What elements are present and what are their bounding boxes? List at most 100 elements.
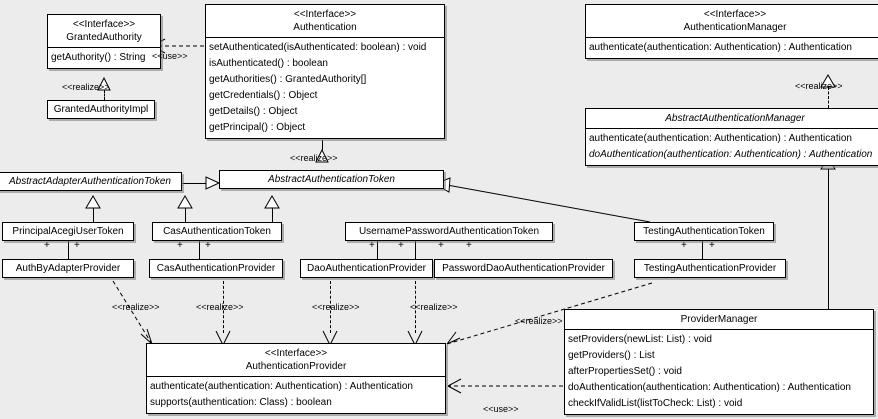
class-box-dao-authentication-provider[interactable]: DaoAuthenticationProvider [300, 259, 433, 278]
class-name-label: AbstractAdapterAuthenticationToken [0, 173, 181, 190]
label-realize-abstract-authentication-manager: <<realize>> [795, 81, 843, 91]
operation-item: isAuthenticated() : boolean [209, 58, 328, 69]
class-box-granted-authority-impl[interactable]: GrantedAuthorityImpl [47, 100, 155, 119]
label-realize-abstract-authentication-token: <<realize>> [290, 153, 338, 163]
label-realize-granted-authority-impl: <<realize>> [62, 82, 110, 92]
class-name-label: AuthenticationManager [683, 22, 787, 33]
class-box-principal-acegi-user-token[interactable]: PrincipalAcegiUserToken [2, 222, 134, 241]
multiplicity-cas-token-left: + [177, 240, 183, 251]
realize-stem-abstract-authentication-token [322, 140, 323, 150]
class-name-label: GrantedAuthorityImpl [53, 104, 149, 115]
operation-item: authenticate(authentication: Authenticat… [589, 133, 852, 144]
operation-item: getAuthorities() : GrantedAuthority[] [209, 74, 367, 85]
generalization-line-provider-manager [828, 169, 829, 309]
operation-item: doAuthentication(authentication: Authent… [568, 382, 851, 393]
operations-compartment-abstract-authentication-manager: authenticate(authentication: Authenticat… [586, 129, 878, 165]
class-box-granted-authority[interactable]: <<Interface>> GrantedAuthority getAuthor… [47, 14, 161, 69]
class-box-authentication-provider[interactable]: <<Interface>> AuthenticationProvider aut… [146, 343, 446, 414]
class-name-label: AbstractAuthenticationManager [665, 113, 805, 124]
label-use-authentication-granted-authority: <<use>> [152, 51, 188, 61]
stereotype-label: <<Interface>> [264, 348, 328, 359]
class-name-label: CasAuthenticationToken [163, 226, 271, 237]
class-name-label: AuthenticationProvider [245, 361, 347, 372]
association-principal-token-to-auth-by-adapter [68, 241, 69, 259]
operation-item: authenticate(authentication: Authenticat… [150, 381, 413, 392]
operation-item: doAuthentication(authentication: Authent… [589, 149, 873, 160]
generalization-stem-principal-acegi-user-token [93, 208, 94, 222]
class-header-authentication-provider: <<Interface>> AuthenticationProvider [147, 344, 445, 377]
class-box-username-password-authentication-token[interactable]: UsernamePasswordAuthenticationToken [345, 222, 553, 241]
label-realize-auth-by-adapter-provider: <<realize>> [112, 302, 160, 312]
class-name-label: GrantedAuthority [66, 32, 142, 43]
operations-compartment-provider-manager: setProviders(newList: List) : void getPr… [565, 330, 873, 414]
operation-item: supports(authentication: Class) : boolea… [150, 397, 332, 408]
operation-item: getCredentials() : Object [209, 90, 318, 101]
class-box-abstract-authentication-token[interactable]: AbstractAuthenticationToken [219, 170, 444, 189]
operation-item: setProviders(newList: List) : void [568, 334, 712, 345]
class-box-testing-authentication-provider[interactable]: TestingAuthenticationProvider [634, 259, 786, 278]
multiplicity-testing-token-left: + [681, 240, 687, 251]
realize-line-granted-authority-impl [104, 90, 105, 100]
class-box-authentication[interactable]: <<Interface>> Authentication setAuthenti… [205, 4, 445, 139]
operations-compartment-authentication-provider: authenticate(authentication: Authenticat… [147, 377, 445, 413]
operation-item: checkIfValidList(listToCheck: List) : vo… [568, 398, 743, 409]
class-box-password-dao-authentication-provider[interactable]: PasswordDaoAuthenticationProvider [434, 259, 613, 278]
multiplicity-principal-token-right: + [74, 240, 80, 251]
generalization-stem-username-password-token [272, 208, 273, 222]
association-username-token-to-password-dao-provider [415, 241, 416, 259]
class-name-label: PasswordDaoAuthenticationProvider [442, 263, 605, 274]
label-realize-password-dao-authentication-provider: <<realize>> [410, 302, 458, 312]
generalization-stem-cas-authentication-token [185, 208, 186, 222]
class-name-label: AuthByAdapterProvider [15, 263, 121, 274]
operation-item: getProviders() : List [568, 350, 655, 361]
operation-item: authenticate(authentication: Authenticat… [589, 42, 852, 53]
class-name-label: DaoAuthenticationProvider [307, 263, 426, 274]
class-name-label: AbstractAuthenticationToken [220, 171, 443, 188]
class-header-provider-manager: ProviderManager [565, 310, 873, 330]
realize-line-dao-authentication-provider [330, 281, 331, 333]
multiplicity-username-token-3: + [438, 240, 444, 251]
class-name-label: ProviderManager [680, 314, 758, 325]
label-realize-dao-authentication-provider: <<realize>> [312, 302, 360, 312]
stereotype-label: <<Interface>> [703, 9, 767, 20]
operation-item: getAuthority() : String [51, 52, 146, 63]
operation-item: getPrincipal() : Object [209, 122, 306, 133]
association-testing-token-to-testing-provider [702, 241, 703, 259]
operation-item: afterPropertiesSet() : void [568, 366, 682, 377]
class-header-abstract-authentication-manager: AbstractAuthenticationManager [586, 109, 878, 129]
class-name-label: TestingAuthenticationToken [643, 226, 765, 237]
operation-item: setAuthenticated(isAuthenticated: boolea… [209, 42, 427, 53]
class-name-text: AbstractAdapterAuthenticationToken [9, 176, 171, 187]
class-box-abstract-authentication-manager[interactable]: AbstractAuthenticationManager authentica… [585, 108, 878, 166]
label-realize-testing-authentication-provider: <<realize>> [515, 316, 563, 326]
class-name-label: Authentication [293, 22, 357, 33]
realize-line-abstract-authentication-manager [828, 87, 829, 108]
operation-item: getDetails() : Object [209, 106, 298, 117]
multiplicity-testing-token-right: + [709, 240, 715, 251]
multiplicity-username-token-2: + [398, 240, 404, 251]
stereotype-label: <<Interface>> [72, 19, 136, 30]
class-name-label: PrincipalAcegiUserToken [12, 226, 124, 237]
operations-compartment-authentication: setAuthenticated(isAuthenticated: boolea… [206, 38, 444, 138]
multiplicity-username-token-1: + [369, 240, 375, 251]
label-use-provider-manager: <<use>> [483, 404, 519, 414]
class-box-authentication-manager[interactable]: <<Interface>> AuthenticationManager auth… [585, 4, 878, 59]
multiplicity-principal-token-left: + [44, 240, 50, 251]
realize-line-password-dao-authentication-provider [415, 281, 416, 333]
class-box-abstract-adapter-authentication-token[interactable]: AbstractAdapterAuthenticationToken [0, 172, 182, 191]
class-box-cas-authentication-token[interactable]: CasAuthenticationToken [152, 222, 282, 241]
operations-compartment-granted-authority: getAuthority() : String [48, 48, 160, 68]
class-box-provider-manager[interactable]: ProviderManager setProviders(newList: Li… [564, 309, 874, 415]
class-box-cas-authentication-provider[interactable]: CasAuthenticationProvider [149, 259, 283, 278]
multiplicity-cas-token-right: + [205, 240, 211, 251]
class-box-testing-authentication-token[interactable]: TestingAuthenticationToken [634, 222, 774, 241]
stereotype-label: <<Interface>> [293, 9, 357, 20]
class-name-label: TestingAuthenticationProvider [643, 263, 777, 274]
class-box-auth-by-adapter-provider[interactable]: AuthByAdapterProvider [2, 259, 134, 278]
multiplicity-username-token-4: + [466, 240, 472, 251]
label-realize-cas-authentication-provider: <<realize>> [196, 302, 244, 312]
association-username-token-to-dao-provider [377, 241, 378, 259]
class-header-granted-authority: <<Interface>> GrantedAuthority [48, 15, 160, 48]
class-header-authentication: <<Interface>> Authentication [206, 5, 444, 38]
